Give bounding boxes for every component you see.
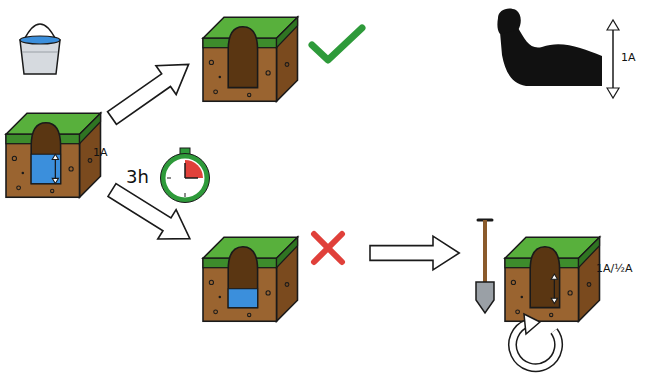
size-arrow <box>607 20 619 98</box>
soil-block-retest-part <box>551 274 557 303</box>
flexed-arm-part <box>497 8 520 34</box>
soil-block-wet-part <box>228 289 257 308</box>
soil-block-filled-part <box>6 113 100 197</box>
soil-block-filled-part <box>52 154 58 183</box>
shovel-part <box>483 220 487 282</box>
flexed-arm <box>497 8 602 86</box>
stopwatch-part <box>167 178 171 179</box>
soil-block-filled <box>6 113 100 197</box>
water-bucket <box>20 24 60 74</box>
stopwatch <box>161 148 210 203</box>
repeat-arrow-part <box>524 314 540 334</box>
soil-block-wet <box>203 237 298 321</box>
repeat-arrow-part <box>513 323 559 368</box>
soil-block-retest-part <box>505 237 600 321</box>
cross-mark-part <box>314 234 342 262</box>
stopwatch-part <box>184 163 186 178</box>
soil-block-filled-part <box>31 154 60 183</box>
flow-arrow-part <box>370 236 459 270</box>
flow-arrow <box>370 236 459 270</box>
water-bucket-part <box>20 40 60 74</box>
soil-block-drained <box>203 17 298 101</box>
stopwatch-part <box>185 193 186 197</box>
size-arrow-part <box>607 20 619 30</box>
stopwatch-part <box>185 160 203 178</box>
depth-label: 1A/½A <box>596 263 632 274</box>
depth-label: 1A <box>621 52 636 63</box>
depth-label: 1A <box>93 147 108 158</box>
cross-mark <box>314 234 342 262</box>
soil-block-retest <box>505 237 600 321</box>
shovel-part <box>476 282 494 313</box>
flow-arrow <box>102 50 199 132</box>
soil-block-drained-part <box>203 17 298 101</box>
stopwatch-part <box>161 154 210 203</box>
soil-block-wet-part <box>203 237 298 321</box>
size-arrow-part <box>607 88 619 98</box>
check-mark <box>312 28 362 60</box>
size-arrow-part <box>612 28 614 90</box>
time-label: 3h <box>126 168 149 186</box>
flexed-arm-part <box>500 26 602 86</box>
repeat-arrow-part <box>513 323 559 368</box>
cross-mark-part <box>314 234 342 262</box>
repeat-arrow <box>513 314 559 368</box>
water-bucket-part <box>20 36 60 44</box>
flow-arrow-part <box>102 50 199 132</box>
water-bucket-part <box>22 52 58 53</box>
stopwatch-part <box>163 156 207 200</box>
stopwatch-part <box>185 177 198 179</box>
shovel <box>476 220 494 313</box>
